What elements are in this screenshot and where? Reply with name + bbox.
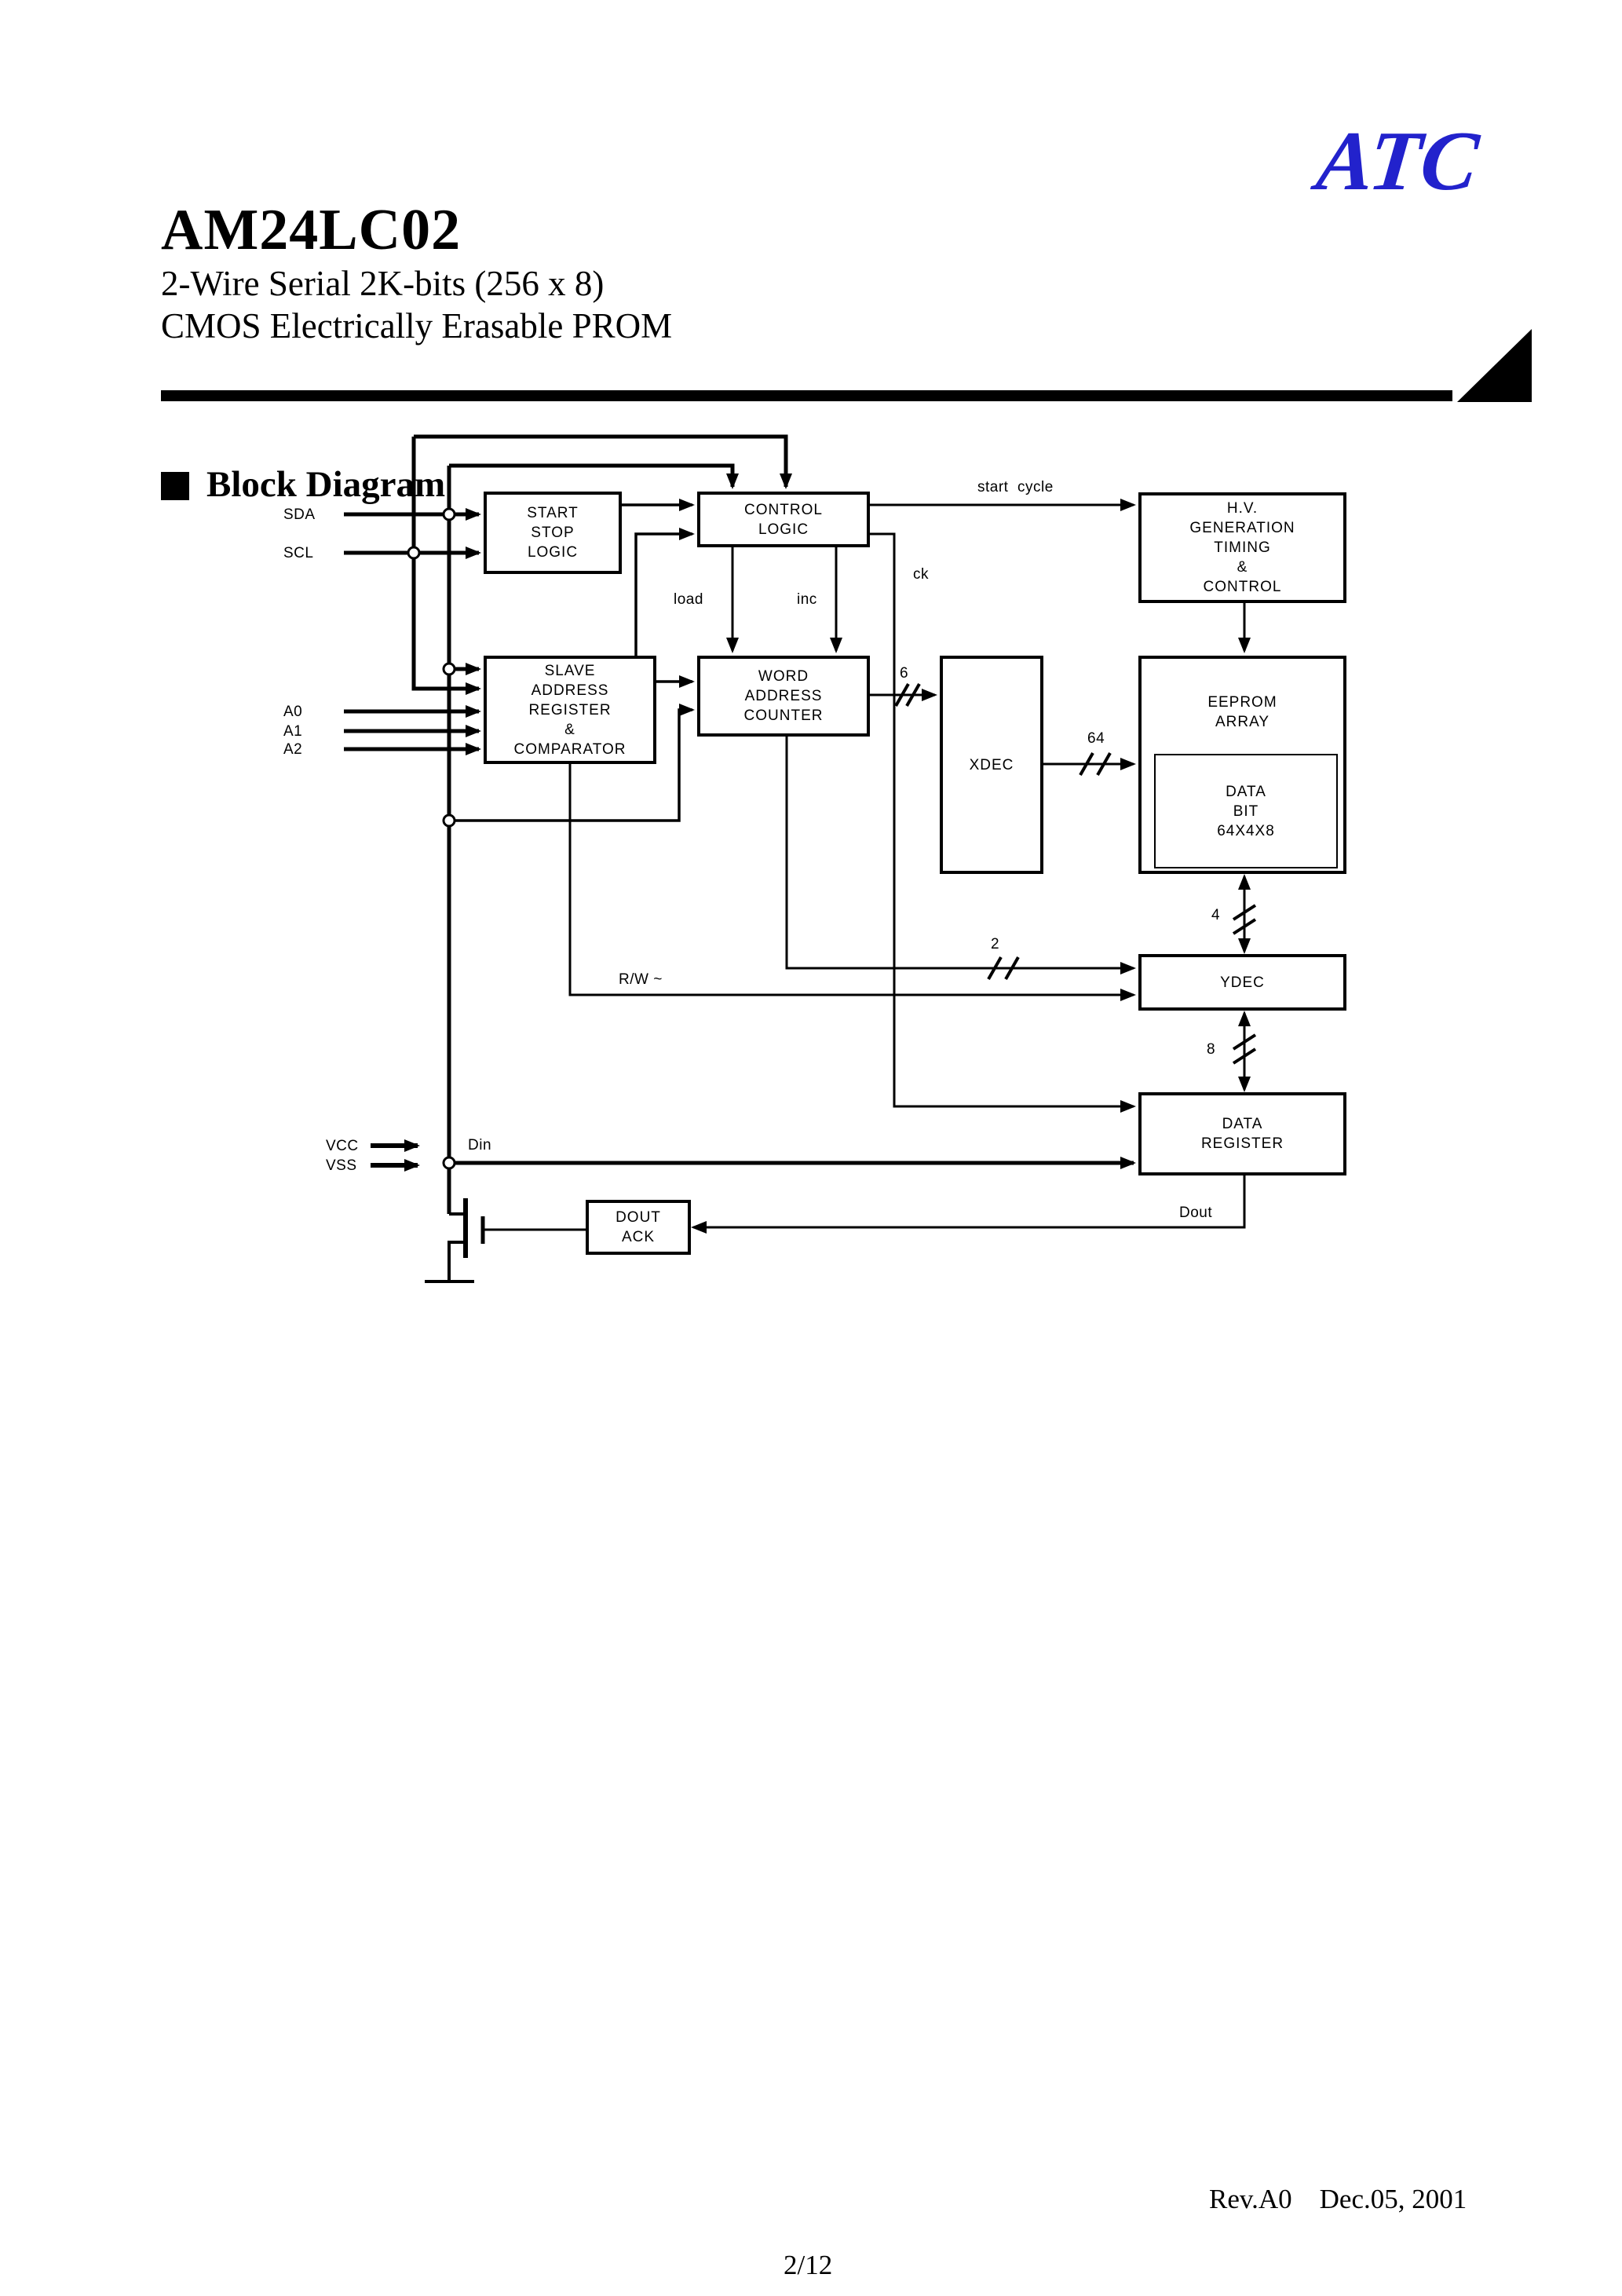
wire-bus2 xyxy=(785,737,1136,974)
bus-width-8: 8 xyxy=(1207,1041,1216,1058)
wire-top-line2 xyxy=(449,463,739,489)
page-title: AM24LC02 xyxy=(161,198,462,262)
block-line: H.V. xyxy=(1226,500,1259,517)
junction-dot-din xyxy=(442,1156,456,1170)
bus2-slash xyxy=(987,956,1020,980)
block-slave-address: SLAVE ADDRESS REGISTER & COMPARATOR xyxy=(484,656,656,764)
bus-width-2: 2 xyxy=(991,936,1000,952)
block-line: START xyxy=(527,505,579,521)
block-control-logic: CONTROL LOGIC xyxy=(697,492,870,547)
pin-label-vcc: VCC xyxy=(326,1138,359,1154)
junction-dot-word xyxy=(442,813,456,828)
bus-width-4: 4 xyxy=(1211,907,1221,923)
wire-top-line1 xyxy=(414,434,792,489)
block-line: GENERATION xyxy=(1189,520,1295,536)
block-data-bit: DATA BIT 64X4X8 xyxy=(1154,754,1338,868)
block-line: TIMING xyxy=(1214,539,1271,556)
block-line: DATA xyxy=(1226,783,1266,800)
block-line: ARRAY xyxy=(1215,714,1270,730)
block-dout-ack: DOUT ACK xyxy=(586,1200,691,1255)
subtitle-line2: CMOS Electrically Erasable PROM xyxy=(161,306,673,345)
block-line: WORD xyxy=(758,668,809,685)
block-line: LOGIC xyxy=(527,544,579,561)
wire-slave-match-to-control xyxy=(634,528,695,656)
junction-dot-scl xyxy=(407,546,421,560)
signal-label-dout: Dout xyxy=(1179,1205,1213,1221)
block-line: COMPARATOR xyxy=(513,740,627,758)
wire-dout xyxy=(691,1175,1246,1234)
block-line: XDEC xyxy=(969,756,1014,773)
transistor-source xyxy=(448,1241,464,1281)
block-line: 64X4X8 xyxy=(1217,822,1275,839)
block-line: COUNTER xyxy=(743,707,824,724)
block-hv-generation: H.V. GENERATION TIMING & CONTROL xyxy=(1138,492,1346,603)
bus-width-6: 6 xyxy=(900,665,909,682)
signal-label-din: Din xyxy=(468,1137,492,1153)
header-triangle-icon xyxy=(1457,329,1532,402)
subtitle-line1: 2-Wire Serial 2K-bits (256 x 8) xyxy=(161,264,605,303)
section-heading: Block Diagram xyxy=(206,464,446,505)
block-xdec: XDEC xyxy=(940,656,1043,874)
pin-label-a2: A2 xyxy=(283,741,303,758)
signal-label-ck: ck xyxy=(913,566,929,583)
wire-v1-scl xyxy=(411,437,481,695)
block-data-register: DATA REGISTER xyxy=(1138,1092,1346,1175)
pin-label-a0: A0 xyxy=(283,704,303,720)
block-word-address-counter: WORD ADDRESS COUNTER xyxy=(697,656,870,737)
bus4-slash xyxy=(1232,904,1257,935)
block-line: DOUT xyxy=(616,1209,661,1226)
block-line: REGISTER xyxy=(1200,1135,1284,1152)
block-line: ACK xyxy=(621,1229,656,1245)
block-line: LOGIC xyxy=(758,521,809,538)
header-divider xyxy=(161,390,1452,401)
block-start-stop-logic: START STOP LOGIC xyxy=(484,492,622,574)
block-line: SLAVE xyxy=(544,662,596,679)
footer-revision: Rev.A0 Dec.05, 2001 xyxy=(1209,2184,1467,2214)
pin-label-vss: VSS xyxy=(326,1157,357,1174)
block-line: EEPROM xyxy=(1207,694,1277,711)
block-ydec: YDEC xyxy=(1138,954,1346,1011)
block-line: YDEC xyxy=(1220,974,1265,991)
block-line: CONTROL xyxy=(744,501,823,518)
junction-dot-slave xyxy=(442,662,456,676)
block-line: & xyxy=(564,721,575,738)
block-line: BIT xyxy=(1233,803,1259,820)
block-line: CONTROL xyxy=(1203,579,1282,595)
block-line: & xyxy=(1237,559,1248,576)
wire-rw xyxy=(568,764,1136,1001)
pin-label-a1: A1 xyxy=(283,723,303,740)
signal-label-inc: inc xyxy=(797,591,817,608)
signal-label-rw: R/W ~ xyxy=(619,971,663,988)
signal-label-start-cycle: start cycle xyxy=(977,479,1054,495)
bus8-slash xyxy=(1232,1033,1257,1065)
block-line: REGISTER xyxy=(528,701,612,718)
bus-width-64: 64 xyxy=(1087,730,1105,747)
block-eeprom-array: EEPROM ARRAY DATA BIT 64X4X8 xyxy=(1138,656,1346,874)
bus64-slash xyxy=(1079,752,1112,776)
junction-dot-sda xyxy=(442,507,456,521)
block-line: ADDRESS xyxy=(744,688,823,704)
block-line: ADDRESS xyxy=(531,682,609,699)
pin-label-sda: SDA xyxy=(283,506,316,523)
wire-sda-to-word xyxy=(449,704,695,822)
footer-page-number: 2/12 xyxy=(784,2250,833,2280)
signal-label-load: load xyxy=(674,591,703,608)
pin-label-scl: SCL xyxy=(283,545,314,561)
section-bullet-icon xyxy=(161,472,189,500)
block-line: DATA xyxy=(1222,1116,1263,1132)
bus6-slash xyxy=(894,683,921,707)
wire-ck xyxy=(870,532,1136,1113)
block-line: STOP xyxy=(531,525,575,541)
